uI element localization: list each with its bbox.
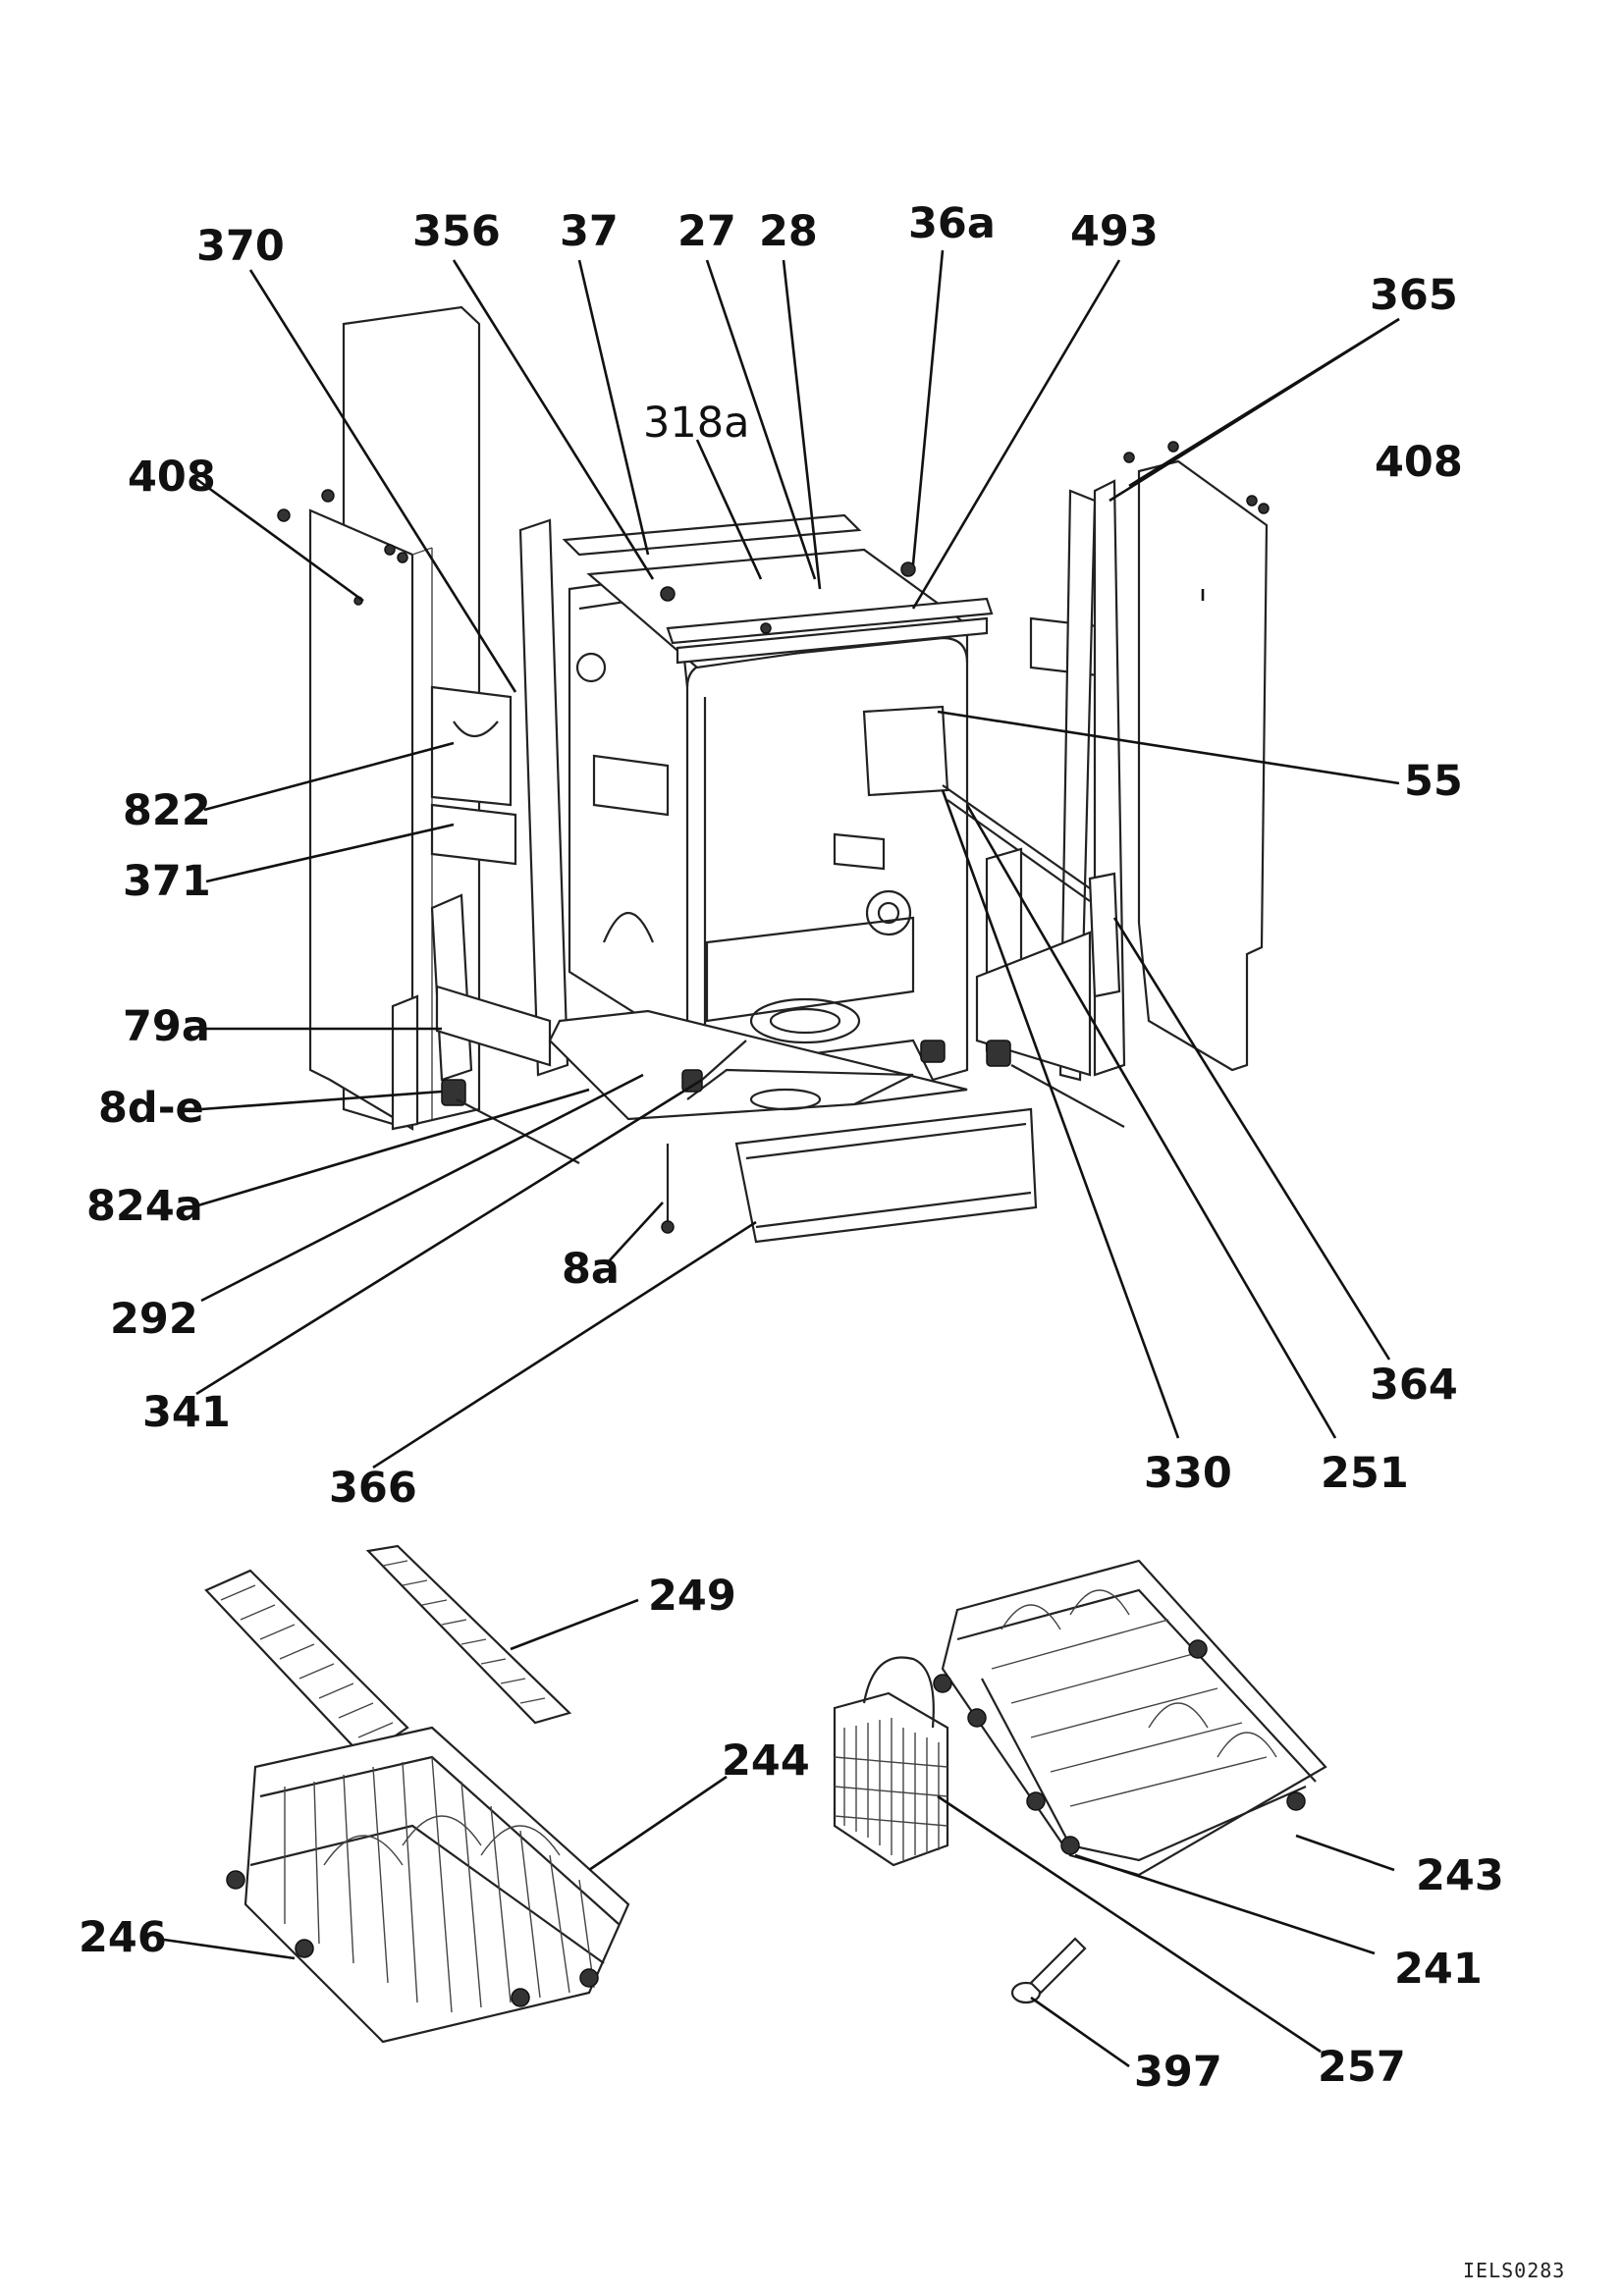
- cabinet-assembly: [277, 305, 1270, 1244]
- callout-241: 241: [1394, 1945, 1483, 1994]
- leader-lines: [156, 249, 1400, 2068]
- upper-basket: [933, 1559, 1327, 1877]
- callout-249: 249: [648, 1572, 736, 1621]
- callout-356: 356: [412, 207, 501, 256]
- callout-8a: 8a: [562, 1245, 620, 1294]
- callout-364: 364: [1370, 1361, 1458, 1410]
- callout-365: 365: [1370, 271, 1458, 320]
- callout-246: 246: [79, 1913, 167, 1962]
- callout-318a: 318a: [643, 399, 749, 448]
- callout-330: 330: [1144, 1449, 1232, 1498]
- callout-79a: 79a: [123, 1002, 210, 1051]
- callout-28: 28: [759, 207, 818, 256]
- callout-8d-e: 8d-e: [98, 1084, 204, 1133]
- callout-37: 37: [560, 207, 619, 256]
- spray-nozzle: [1010, 1937, 1087, 2004]
- callout-371: 371: [123, 857, 211, 906]
- folding-rack-right: [365, 1544, 572, 1725]
- callout-397: 397: [1134, 2048, 1222, 2097]
- callout-822: 822: [123, 786, 211, 835]
- callout-27: 27: [677, 207, 736, 256]
- callout-292: 292: [110, 1295, 198, 1344]
- callout-257: 257: [1318, 2043, 1406, 2092]
- cutlery-basket: [833, 1656, 949, 1867]
- callout-36a: 36a: [908, 199, 996, 248]
- callout-55: 55: [1404, 757, 1463, 806]
- folding-rack-left: [204, 1569, 409, 1759]
- right-side-panel: [1137, 459, 1269, 1072]
- baskets-group: [204, 1544, 1327, 2044]
- callout-366: 366: [329, 1464, 417, 1513]
- document-code: IELS0283: [1463, 2259, 1565, 2282]
- callout-341: 341: [142, 1388, 231, 1437]
- callout-labels: 370 356 37 27 28 36a 493 365 318a 408 40…: [79, 199, 1504, 2097]
- callout-408-left: 408: [128, 453, 216, 502]
- callout-370: 370: [196, 222, 285, 271]
- callout-493: 493: [1070, 207, 1159, 256]
- callout-243: 243: [1416, 1851, 1504, 1900]
- callout-824a: 824a: [86, 1182, 203, 1231]
- callout-408-right: 408: [1375, 438, 1463, 487]
- callout-244: 244: [722, 1736, 810, 1786]
- lower-basket: [226, 1726, 630, 2044]
- callout-251: 251: [1321, 1449, 1409, 1498]
- left-side-panel: [308, 508, 414, 1131]
